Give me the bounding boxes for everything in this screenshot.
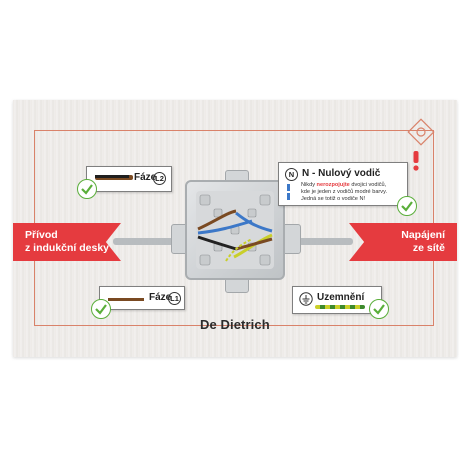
black-wire-sample <box>95 175 129 178</box>
brand-logo: De Dietrich <box>200 317 270 332</box>
banner-mains-supply-line2: ze sítě <box>412 242 445 254</box>
check-icon <box>91 299 111 319</box>
ground-label: Uzemnění <box>317 292 365 303</box>
card-phase-l1: Fáze L1 <box>99 286 185 310</box>
hob-logo-icon <box>407 118 435 146</box>
banner-mains-supply: Napájení ze sítě <box>349 223 457 261</box>
blue-wire-swatch <box>287 184 290 191</box>
banner-hob-supply-line1: Přívod <box>25 229 58 241</box>
check-icon <box>77 179 97 199</box>
l1-badge: L1 <box>168 292 181 305</box>
wiring-board: Přívod z indukční desky Napájení ze sítě <box>13 100 457 357</box>
terminal-wiring-illustration <box>197 194 273 266</box>
cable-left <box>113 238 193 245</box>
neutral-title: N - Nulový vodič <box>302 168 381 179</box>
note-line2: kde je jeden z vodičů modré barvy. <box>301 189 388 195</box>
ground-symbol-icon <box>299 292 313 306</box>
exclamation-icon <box>413 151 419 171</box>
check-icon <box>397 196 417 216</box>
note-line1-emph: nerozpojujte <box>316 182 350 188</box>
banner-hob-supply: Přívod z indukční desky <box>13 223 121 261</box>
l2-badge: L2 <box>153 172 166 185</box>
n-badge: N <box>285 168 298 181</box>
note-line3: Jedná se totiž o vodiče N! <box>301 196 366 202</box>
junction-box <box>185 180 285 280</box>
phase-l2-label: Fáze <box>134 172 157 183</box>
banner-mains-supply-line1: Napájení <box>401 229 445 241</box>
green-yellow-wire-sample <box>315 305 365 309</box>
card-phase-l2: Fáze L2 <box>86 166 172 192</box>
check-icon <box>369 299 389 319</box>
phase-l1-label: Fáze <box>149 292 172 303</box>
note-line1-pre: Nikdy <box>301 182 317 188</box>
note-line1-post: dvojici vodičů, <box>349 182 387 188</box>
blue-wire-swatch-2 <box>287 193 290 200</box>
brown-wire-sample <box>108 298 144 301</box>
cable-right <box>279 238 353 245</box>
card-neutral: N N - Nulový vodič Nikdy nerozpojujte dv… <box>278 162 408 206</box>
junction-box-interior <box>196 191 274 269</box>
neutral-note: Nikdy nerozpojujte dvojici vodičů, kde j… <box>301 182 405 203</box>
banner-hob-supply-line2: z indukční desky <box>25 242 110 254</box>
